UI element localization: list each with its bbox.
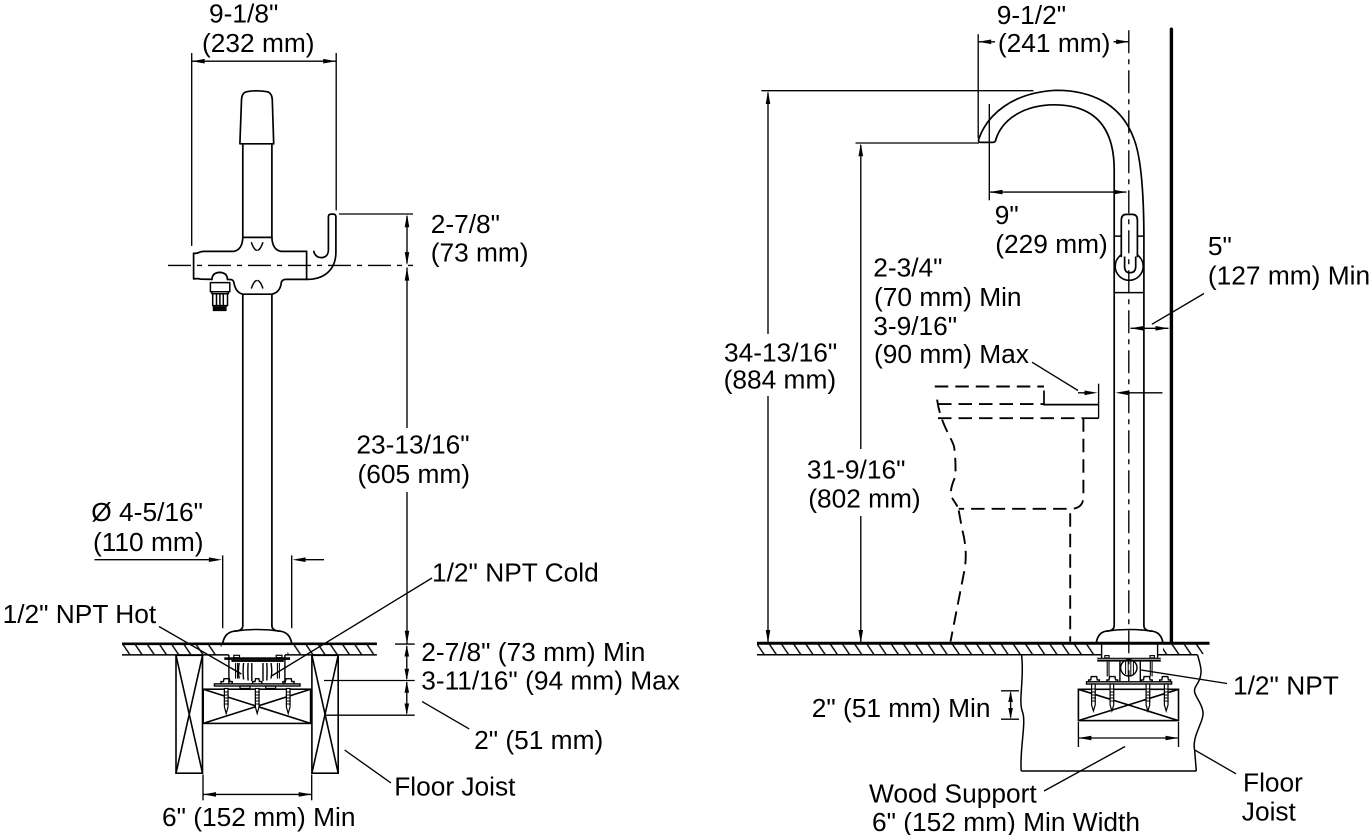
svg-text:2" (51 mm) Min: 2" (51 mm) Min [812, 693, 991, 723]
svg-text:(884 mm): (884 mm) [724, 365, 837, 395]
svg-text:9-1/2": 9-1/2" [997, 0, 1066, 30]
svg-text:31-9/16": 31-9/16" [807, 455, 906, 485]
svg-text:3-9/16": 3-9/16" [873, 311, 957, 341]
svg-text:2-3/4": 2-3/4" [873, 252, 942, 282]
svg-text:(229 mm): (229 mm) [995, 229, 1108, 259]
svg-text:(241 mm): (241 mm) [998, 28, 1111, 58]
svg-text:(232 mm): (232 mm) [202, 28, 315, 58]
svg-text:2-7/8": 2-7/8" [431, 209, 500, 239]
svg-text:5": 5" [1208, 231, 1232, 261]
svg-text:Floor Joist: Floor Joist [394, 771, 516, 801]
svg-text:2" (51 mm): 2" (51 mm) [474, 725, 603, 755]
svg-text:(73 mm): (73 mm) [431, 238, 529, 268]
svg-text:1/2" NPT Hot: 1/2" NPT Hot [3, 599, 157, 629]
svg-text:1/2" NPT: 1/2" NPT [1233, 670, 1339, 700]
svg-text:Wood Support: Wood Support [869, 779, 1037, 809]
svg-text:1/2" NPT Cold: 1/2" NPT Cold [432, 558, 599, 588]
svg-text:2-7/8" (73 mm) Min: 2-7/8" (73 mm) Min [421, 637, 645, 667]
svg-text:(70 mm) Min: (70 mm) Min [874, 282, 1022, 312]
svg-text:3-11/16" (94 mm) Max: 3-11/16" (94 mm) Max [421, 666, 680, 696]
svg-text:9-1/8": 9-1/8" [209, 0, 278, 28]
svg-text:(605 mm): (605 mm) [358, 459, 471, 489]
svg-text:(90 mm) Max: (90 mm) Max [874, 339, 1029, 369]
svg-text:Ø 4-5/16": Ø 4-5/16" [91, 497, 203, 527]
svg-text:(110 mm): (110 mm) [93, 527, 204, 557]
svg-text:34-13/16": 34-13/16" [724, 338, 837, 368]
svg-text:9": 9" [995, 200, 1019, 230]
svg-text:6" (152 mm) Min Width: 6" (152 mm) Min Width [872, 807, 1140, 835]
svg-text:6" (152 mm) Min: 6" (152 mm) Min [162, 802, 355, 832]
svg-text:23-13/16": 23-13/16" [356, 429, 469, 459]
svg-text:Joist: Joist [1242, 797, 1297, 827]
svg-text:(127 mm) Min: (127 mm) Min [1208, 261, 1370, 291]
svg-text:(802 mm): (802 mm) [808, 483, 921, 513]
svg-text:Floor: Floor [1243, 767, 1303, 797]
